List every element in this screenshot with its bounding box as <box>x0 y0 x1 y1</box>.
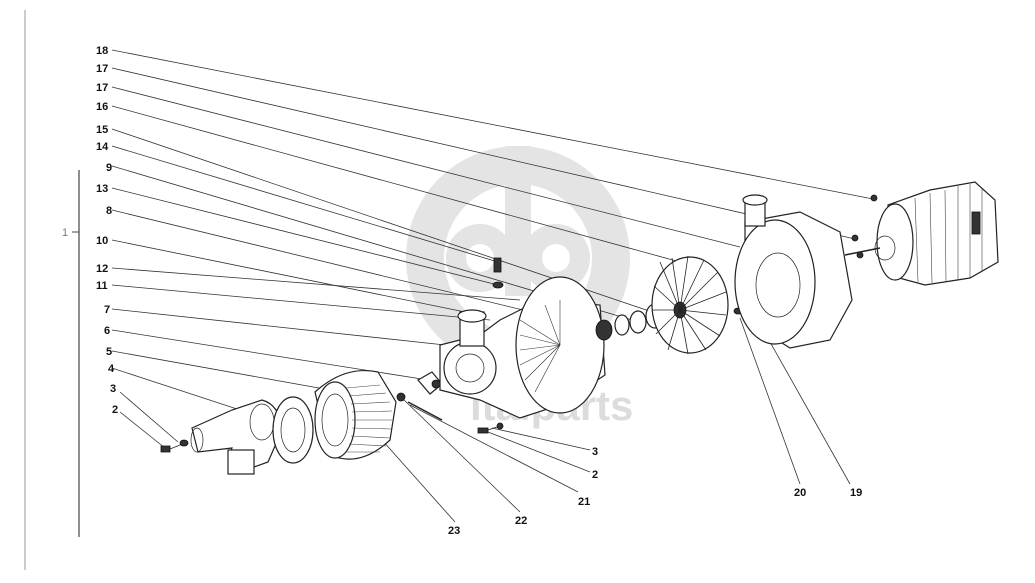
callout-13: 13 <box>96 183 108 195</box>
grille-screen <box>314 369 397 460</box>
assembly-label: 1 <box>62 227 68 239</box>
volute-housing <box>439 276 606 419</box>
callout-4: 4 <box>108 363 115 375</box>
small-screw-22 <box>396 392 406 402</box>
callout-2-left: 2 <box>112 404 118 416</box>
top-bolt <box>492 257 504 289</box>
callout-12: 12 <box>96 263 108 275</box>
bolt-and-washer-right <box>477 422 504 434</box>
callout-22: 22 <box>515 515 527 527</box>
nozzle-fitting <box>417 371 443 395</box>
callout-17-second: 17 <box>96 82 108 94</box>
callout-21: 21 <box>578 496 590 508</box>
callout-17-top: 17 <box>96 63 108 75</box>
callout-16: 16 <box>96 101 108 113</box>
callout-6: 6 <box>104 325 110 337</box>
small-screw-18 <box>870 194 878 202</box>
pin-21 <box>407 401 443 421</box>
callout-labels: 18 17 17 16 15 14 9 13 8 10 12 11 7 6 5 … <box>96 45 862 537</box>
callout-18: 18 <box>96 45 108 57</box>
callout-20: 20 <box>794 487 806 499</box>
callout-19: 19 <box>850 487 862 499</box>
callout-3-right: 3 <box>592 446 598 458</box>
callout-7: 7 <box>104 304 110 316</box>
leader-lines <box>111 49 874 523</box>
callout-10: 10 <box>96 235 108 247</box>
callout-23: 23 <box>448 525 460 537</box>
callout-14: 14 <box>96 141 109 153</box>
bolt-and-washer-left <box>160 439 189 453</box>
inlet-pipe <box>190 399 283 475</box>
impeller <box>651 255 729 355</box>
callout-2-right: 2 <box>592 469 598 481</box>
callout-9: 9 <box>106 162 112 174</box>
callout-3-left: 3 <box>110 383 116 395</box>
callout-8: 8 <box>106 205 112 217</box>
gasket <box>272 396 314 464</box>
electric-motor <box>844 181 999 286</box>
motor-adapter-housing <box>734 194 853 349</box>
callout-15: 15 <box>96 124 108 136</box>
small-screws-17 <box>851 234 864 259</box>
callout-11: 11 <box>96 280 108 292</box>
callout-5: 5 <box>106 346 112 358</box>
